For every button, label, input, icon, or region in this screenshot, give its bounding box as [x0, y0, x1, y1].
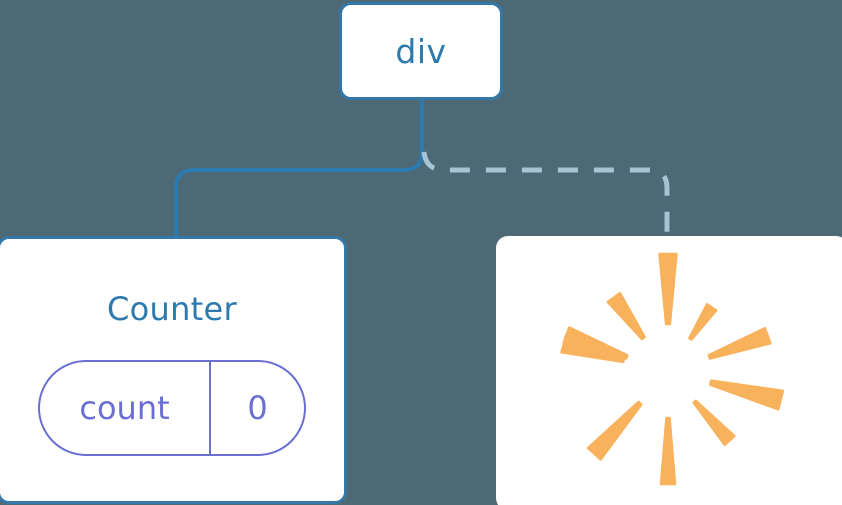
- state-pill-count[interactable]: count 0: [38, 360, 306, 456]
- sparkle-ray-4: [707, 326, 772, 360]
- sparkle-ray-9: [560, 334, 626, 364]
- node-div[interactable]: div: [339, 2, 503, 100]
- node-counter[interactable]: Counter count 0: [0, 236, 347, 504]
- sparkle-ray-0: [658, 252, 678, 326]
- node-counter-title: Counter: [107, 290, 237, 328]
- sparkle-ray-2: [606, 291, 646, 341]
- sparkle-ray-5: [708, 379, 785, 411]
- sparkle-burst-icon: [560, 252, 785, 486]
- sparkle-ray-7: [659, 416, 677, 486]
- sparkle-ray-1: [688, 303, 718, 341]
- edge-div-to-highlight: [421, 151, 670, 238]
- state-pill-value: 0: [247, 389, 268, 427]
- state-pill-key: count: [40, 362, 211, 454]
- sparkle-ray-8: [586, 400, 643, 461]
- node-highlight[interactable]: [496, 236, 842, 505]
- sparkle-ray-6: [692, 399, 736, 446]
- node-div-label: div: [395, 31, 447, 71]
- edge-div-to-counter: [174, 98, 424, 240]
